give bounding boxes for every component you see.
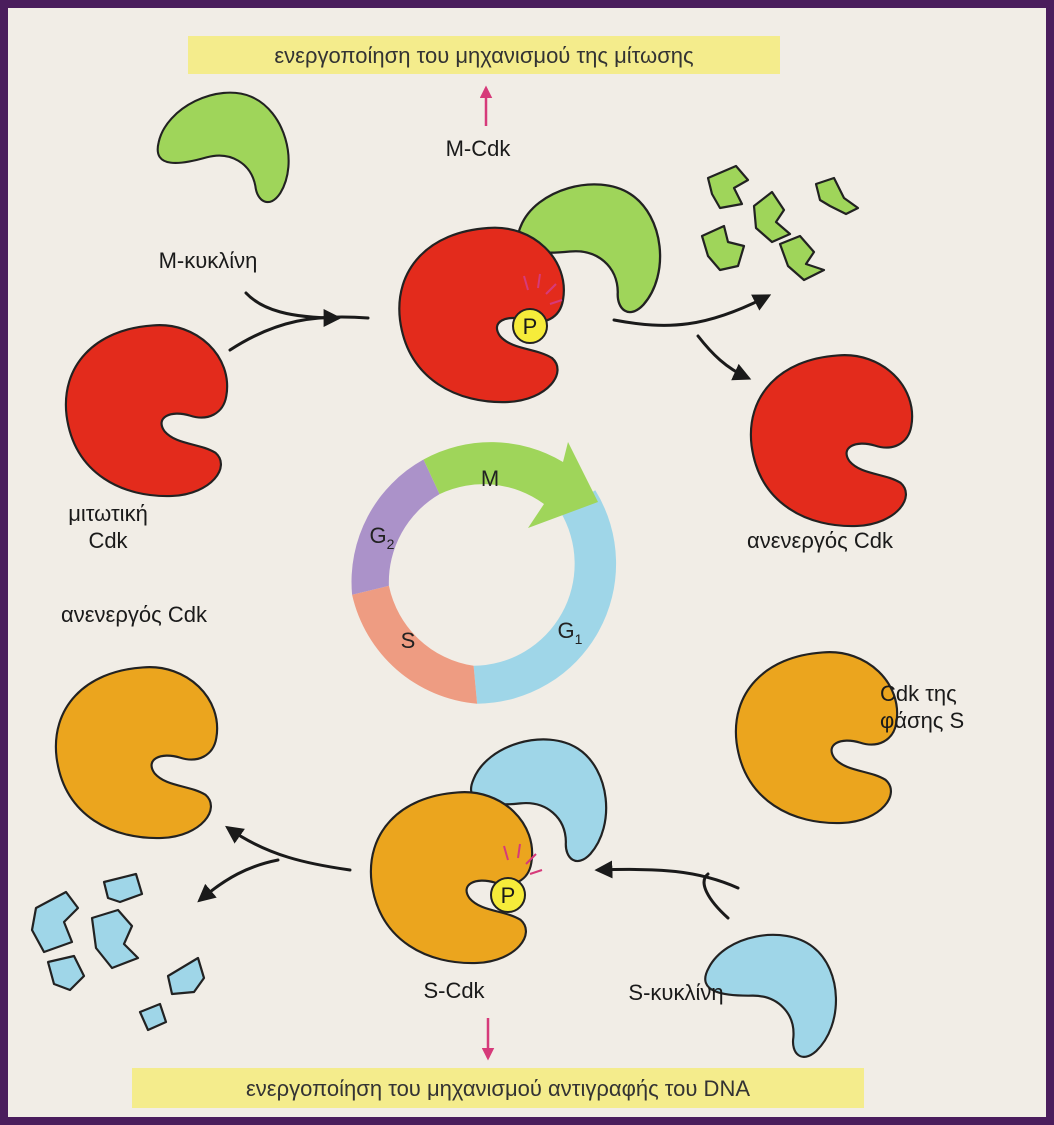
arrow-to-inactive-cdk-top — [696, 334, 752, 381]
bottom-banner: ενεργοποίηση του μηχανισμού αντιγραφής τ… — [132, 1068, 864, 1108]
phase-g2-letter: G — [370, 523, 387, 548]
mitotic-cdk-label-line2: Cdk — [88, 528, 128, 553]
phosphate-bottom-label: P — [501, 883, 516, 908]
phosphate-top-label: P — [523, 314, 538, 339]
phase-m-label: M — [481, 466, 499, 491]
phase-s — [352, 585, 478, 704]
arrow-m-cyclin-join — [244, 291, 342, 327]
arrow-mitotic-cdk-in — [228, 315, 370, 352]
phase-m — [423, 442, 598, 528]
diagram-frame: ενεργοποίηση του μηχανισμού της μίτωσης … — [8, 8, 1046, 1117]
phase-g1 — [473, 490, 617, 704]
m-cdk-complex: P — [398, 172, 672, 404]
top-banner: ενεργοποίηση του μηχανισμού της μίτωσης — [188, 36, 780, 74]
s-cdk-complex: P — [369, 728, 617, 965]
s-cdk-label: S-Cdk — [423, 978, 485, 1003]
m-cdk-label: M-Cdk — [446, 136, 512, 161]
m-cyclin — [144, 74, 306, 234]
arrow-s-cyclin-join — [702, 872, 730, 920]
phase-s-label: S — [401, 628, 416, 653]
phase-g2-label: G2 — [370, 523, 395, 552]
arrow-to-fragments-top — [612, 294, 772, 327]
phase-g2-subscript: 2 — [387, 536, 395, 552]
top-banner-text: ενεργοποίηση του μηχανισμού της μίτωσης — [274, 43, 693, 68]
s-phase-cdk-label-line2: φάσης S — [880, 708, 964, 733]
arrow-s-phase-cdk-in — [594, 860, 740, 890]
cdk-cycle-diagram: ενεργοποίηση του μηχανισμού της μίτωσης … — [30, 36, 964, 1108]
s-phase-cdk-label-line1: Cdk της — [880, 681, 957, 706]
arrow-to-inactive-cdk-bottom — [225, 825, 352, 872]
s-phase-cdk — [734, 651, 899, 825]
inactive-cdk-right-label: ανενεργός Cdk — [747, 528, 894, 553]
phase-g1-subscript: 1 — [575, 631, 583, 647]
degraded-m-cyclin-fragments — [700, 164, 860, 282]
cell-cycle-ring: M G1 S G2 — [351, 442, 617, 704]
mitotic-cdk-label-line1: μιτωτική — [68, 501, 148, 526]
arrow-to-fragments-bottom — [197, 858, 280, 903]
inactive-cdk-left-label: ανενεργός Cdk — [61, 602, 208, 627]
inactive-cdk-right — [749, 354, 914, 528]
bottom-banner-background — [132, 1068, 864, 1108]
phase-g1-letter: G — [558, 618, 575, 643]
phosphate-bottom: P — [490, 843, 543, 913]
mitotic-cdk — [64, 324, 229, 498]
phase-g2 — [351, 459, 440, 595]
top-banner-background — [188, 36, 780, 74]
phase-g1-label: G1 — [558, 618, 583, 647]
degraded-s-cyclin-fragments — [30, 872, 206, 1032]
inactive-cdk-left — [54, 666, 219, 840]
m-cyclin-label: Μ-κυκλίνη — [159, 248, 258, 273]
s-cyclin-label: S-κυκλίνη — [628, 980, 723, 1005]
bottom-banner-text: ενεργοποίηση του μηχανισμού αντιγραφής τ… — [246, 1076, 750, 1101]
phosphate-top: P — [512, 273, 563, 344]
